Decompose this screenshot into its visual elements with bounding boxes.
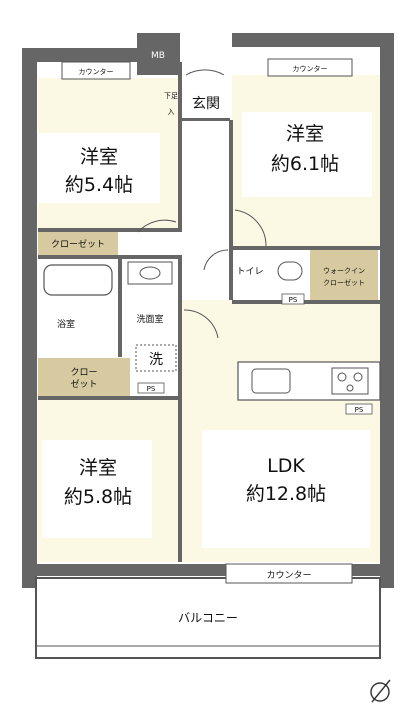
wall-w1-east bbox=[178, 62, 182, 232]
door-wash bbox=[183, 309, 219, 339]
washer-label: 洗 bbox=[149, 352, 163, 368]
bathtub bbox=[43, 264, 113, 296]
wall-closet-south bbox=[38, 255, 182, 259]
ps3-label: PS bbox=[355, 406, 364, 414]
basin-bowl bbox=[139, 266, 161, 280]
door-w2 bbox=[234, 209, 267, 247]
closet2 bbox=[38, 358, 130, 396]
label-box-western1 bbox=[38, 133, 160, 203]
outer-wall-top-right bbox=[232, 33, 394, 47]
mb-wall bbox=[137, 33, 180, 75]
toilet-bowl bbox=[277, 261, 303, 281]
burner-1 bbox=[337, 372, 347, 382]
western2-name: 洋室 bbox=[286, 123, 324, 145]
balcony bbox=[35, 577, 381, 659]
counter-right bbox=[267, 58, 353, 77]
toilet-label: トイレ bbox=[236, 267, 263, 277]
door-toilet bbox=[203, 249, 229, 271]
outer-wall-top-left bbox=[22, 48, 137, 62]
counter-bottom-label: カウンター bbox=[266, 570, 311, 581]
counter-right-label: カウンター bbox=[293, 64, 328, 73]
wall-w3-east bbox=[178, 400, 182, 562]
burner-3 bbox=[346, 384, 354, 392]
outer-wall-left bbox=[22, 48, 37, 588]
mb-label: MB bbox=[151, 51, 165, 61]
western3-name: 洋室 bbox=[79, 457, 117, 479]
western1-name: 洋室 bbox=[80, 146, 118, 168]
walkin-line2: クローゼット bbox=[323, 278, 365, 287]
ps-box-2 bbox=[137, 382, 165, 394]
wall-toilet-south bbox=[232, 300, 380, 304]
wall-closet2-south bbox=[38, 396, 182, 400]
bath-label: 浴室 bbox=[57, 318, 75, 330]
label-box-western2 bbox=[242, 112, 372, 197]
sink bbox=[251, 368, 291, 394]
wall-entrance bbox=[182, 118, 230, 121]
ps2-label: PS bbox=[147, 385, 156, 393]
counter-bottom bbox=[225, 563, 353, 584]
balcony-label: バルコニー bbox=[178, 611, 238, 625]
washer-pan bbox=[135, 344, 177, 372]
label-box-western3 bbox=[42, 440, 152, 538]
ldk-size: 約12.8帖 bbox=[246, 483, 326, 505]
closet1 bbox=[38, 232, 118, 255]
wall-w1-south bbox=[38, 228, 182, 232]
door-w1 bbox=[137, 219, 177, 233]
ps-box-3 bbox=[345, 403, 373, 415]
western1-size: 約5.4帖 bbox=[65, 174, 133, 196]
ps-box-1 bbox=[281, 293, 305, 305]
wall-bath-east bbox=[118, 259, 122, 357]
ldk-name: LDK bbox=[267, 455, 305, 477]
wall-hall-east bbox=[229, 120, 233, 250]
label-box-ldk bbox=[202, 430, 370, 548]
walkin-closet bbox=[310, 250, 378, 302]
outer-wall-right bbox=[380, 33, 394, 588]
basin bbox=[127, 261, 173, 285]
closet2-line2: ゼット bbox=[70, 378, 97, 390]
wall-toilet-west bbox=[229, 250, 233, 300]
entrance-label: 玄関 bbox=[192, 95, 220, 112]
burner-2 bbox=[353, 372, 363, 382]
washroom-label: 洗面室 bbox=[136, 313, 163, 325]
closet1-label: クローゼット bbox=[51, 238, 105, 250]
hall-fill bbox=[182, 120, 230, 300]
walkin-line1: ウォークイン bbox=[323, 267, 365, 275]
ps1-label: PS bbox=[289, 296, 298, 304]
stove bbox=[331, 367, 369, 395]
closet2-line1: クロー bbox=[70, 367, 97, 378]
door-entrance bbox=[185, 69, 225, 76]
compass-icon bbox=[370, 682, 390, 702]
shoe-line2: 入 bbox=[168, 108, 175, 116]
western2-size: 約6.1帖 bbox=[271, 153, 339, 175]
compass-needle-icon bbox=[371, 679, 391, 703]
counter-left-label: カウンター bbox=[79, 67, 114, 76]
wall-wet-east bbox=[178, 259, 182, 396]
western3-size: 約5.8帖 bbox=[64, 486, 132, 508]
wall-w2-south bbox=[232, 246, 380, 250]
shoe-line1: 下足 bbox=[164, 92, 178, 100]
counter-left bbox=[61, 61, 131, 80]
